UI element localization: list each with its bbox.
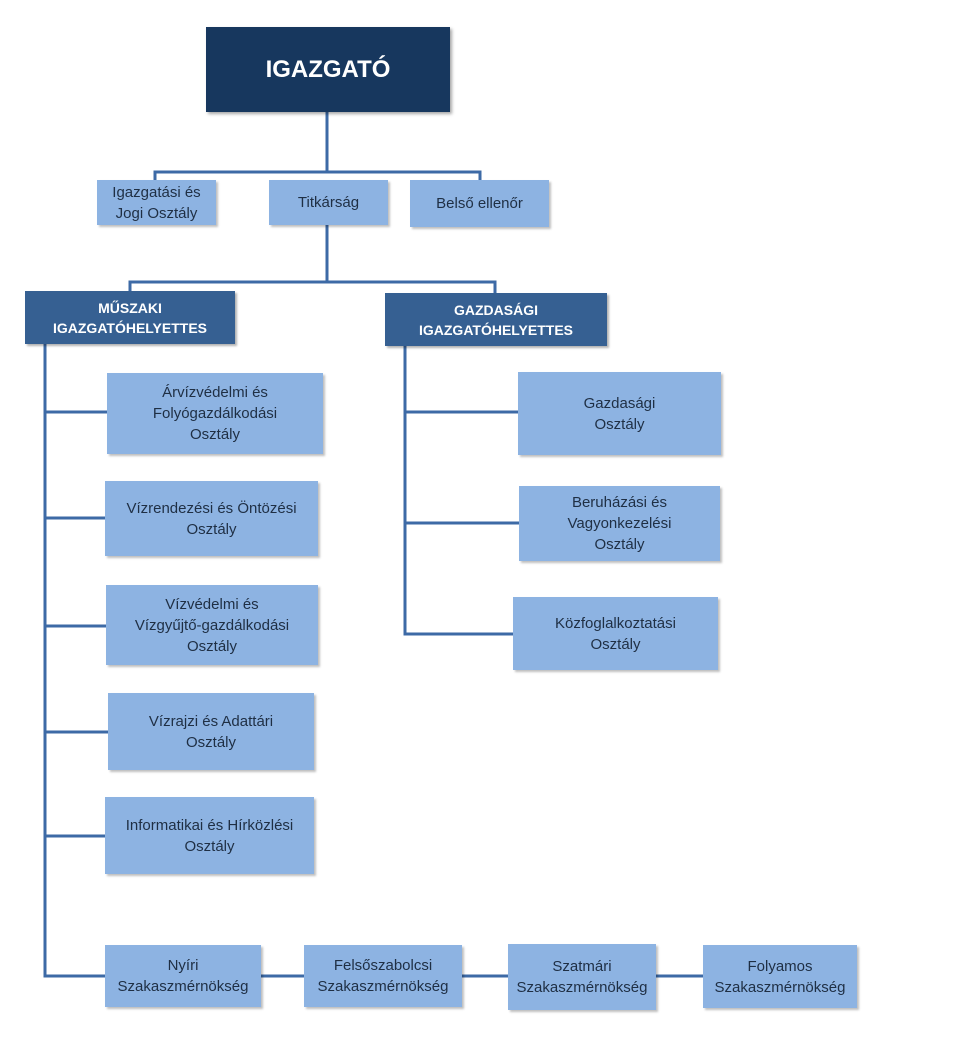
section-felsoszabolcsi: Felsőszabolcsi Szakaszmérnökség <box>304 945 462 1007</box>
director-box: IGAZGATÓ <box>206 27 450 112</box>
staff-box-secretariat: Titkárság <box>269 180 388 225</box>
section-szatmari: Szatmári Szakaszmérnökség <box>508 944 656 1010</box>
deputy-economic-box: GAZDASÁGI IGAZGATÓHELYETTES <box>385 293 607 346</box>
technical-spine <box>43 343 107 978</box>
staff-box-internal-audit: Belső ellenőr <box>410 180 549 227</box>
technical-dept-water-protection: Vízvédelmi és Vízgyűjtő-gazdálkodási Osz… <box>106 585 318 665</box>
deputy-technical-box: MŰSZAKI IGAZGATÓHELYETTES <box>25 291 235 344</box>
section-nyiri: Nyíri Szakaszmérnökség <box>105 945 261 1007</box>
economic-dept-public-works: Közfoglalkoztatási Osztály <box>513 597 718 670</box>
section-folyamos: Folyamos Szakaszmérnökség <box>703 945 857 1008</box>
technical-dept-hydrography: Vízrajzi és Adattári Osztály <box>108 693 314 770</box>
economic-spine <box>403 344 515 636</box>
technical-dept-flood: Árvízvédelmi és Folyógazdálkodási Osztál… <box>107 373 323 454</box>
economic-dept-investment: Beruházási és Vagyonkezelési Osztály <box>519 486 720 561</box>
economic-dept-finance: Gazdasági Osztály <box>518 372 721 455</box>
technical-dept-irrigation: Vízrendezési és Öntözési Osztály <box>105 481 318 556</box>
technical-dept-it: Informatikai és Hírközlési Osztály <box>105 797 314 874</box>
staff-box-legal: Igazgatási és Jogi Osztály <box>97 180 216 225</box>
